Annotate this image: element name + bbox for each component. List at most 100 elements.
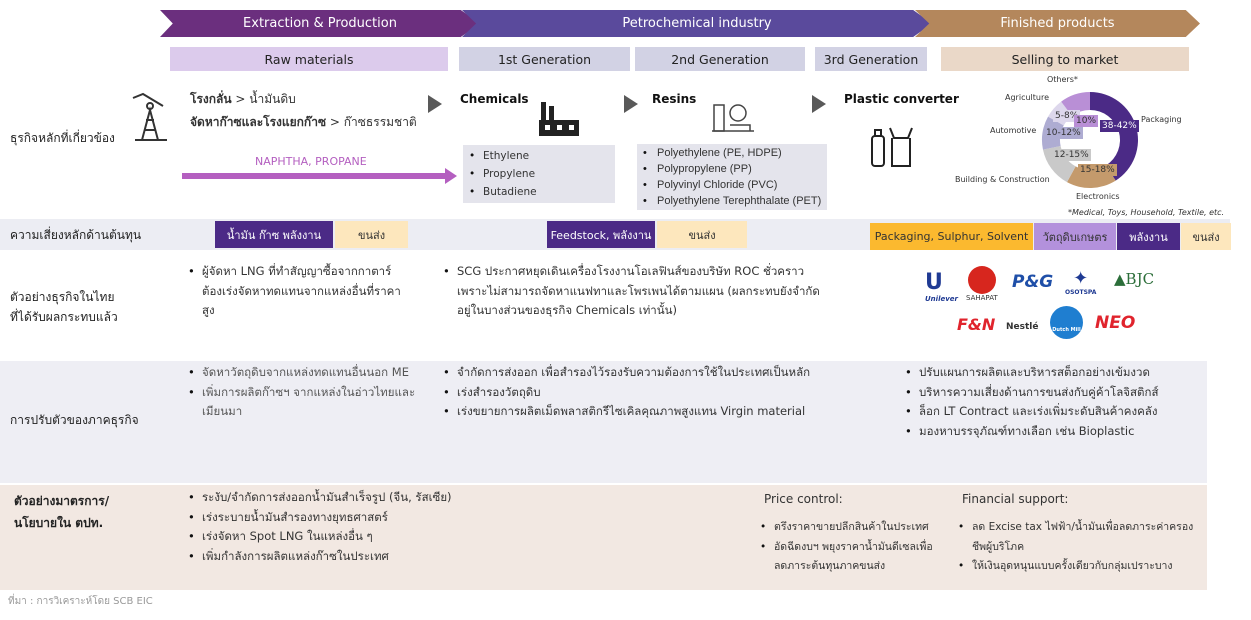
- financial-support-title: Financial support:: [962, 492, 1069, 506]
- risk-tag: น้ำมัน ก๊าซ พลังงาน: [215, 221, 333, 248]
- bullet-item: ล็อก LT Contract และเร่งเพิ่มระดับสินค้า…: [905, 402, 1205, 422]
- bullet-item: มองหาบรรจุภัณฑ์ทางเลือก เช่น Bioplastic: [905, 422, 1205, 442]
- raw-line1: โรงกลั่น > น้ำมันดิบ: [190, 90, 296, 109]
- bullet-item: ระงับ/จำกัดการส่งออกน้ำมันสำเร็จรูป (จีน…: [188, 488, 488, 508]
- resin-item: Polyvinyl Chloride (PVC): [643, 177, 821, 193]
- bullet-item: เร่งขยายการผลิตเม็ดพลาสติกรีไซเคิลคุณภาพ…: [443, 402, 863, 422]
- risk-tag: ขนส่ง: [335, 221, 408, 248]
- logo-neo: NEO: [1095, 313, 1136, 333]
- thai-examples-col1: ผู้จัดหา LNG ที่ทำสัญญาซื้อจากกาตาร์ต้อง…: [188, 262, 403, 321]
- policy-col1: ระงับ/จำกัดการส่งออกน้ำมันสำเร็จรูป (จีน…: [188, 488, 488, 566]
- stage-plastic-converter: Plastic converter: [844, 92, 959, 106]
- legend-electronics: Electronics: [1076, 192, 1120, 201]
- banner-petrochemical: Petrochemical industry: [462, 10, 932, 37]
- label-line: นโยบายใน ตปท.: [14, 516, 104, 530]
- chemical-item: Propylene: [469, 165, 609, 183]
- subheader-gen1: 1st Generation: [459, 47, 630, 71]
- legend-packaging: Packaging: [1141, 115, 1182, 124]
- oil-pump-icon: [132, 92, 167, 141]
- row-label-cost-risk: ความเสี่ยงหลักด้านต้นทุน: [10, 228, 142, 242]
- logo-bjc: ▲BJC: [1114, 270, 1155, 288]
- bullet-item: ให้เงินอุดหนุนแบบครั้งเดียวกับกลุ่มเปราะ…: [958, 557, 1198, 577]
- value-packaging: 38-42%: [1100, 120, 1139, 132]
- adaptation-col1: จัดหาวัตถุดิบจากแหล่งทดแทนอื่นนอก ME เพิ…: [188, 363, 433, 422]
- risk-tag: Feedstock, พลังงาน: [547, 221, 655, 248]
- logo-text: OSOTSPA: [1065, 289, 1097, 296]
- bullet-item: เร่งสำรองวัตถุดิบ: [443, 383, 863, 403]
- stage-resins: Resins: [652, 92, 697, 106]
- resins-list: Polyethylene (PE, HDPE) Polypropylene (P…: [637, 144, 828, 210]
- bullet-item: ลด Excise tax ไฟฟ้า/น้ำมันเพื่อลดภาระค่า…: [958, 518, 1198, 557]
- bullet-item: จำกัดการส่งออก เพื่อสำรองไว้รองรับความต้…: [443, 363, 863, 383]
- logo-text: Dutch Mill: [1052, 327, 1081, 333]
- natural-gas-label: > ก๊าซธรรมชาติ: [326, 115, 417, 129]
- stage-chemicals: Chemicals: [460, 92, 529, 106]
- logo-text: SAHAPAT: [966, 294, 998, 302]
- label-line: ตัวอย่างมาตรการ/: [14, 494, 110, 508]
- subheader-raw: Raw materials: [170, 47, 448, 71]
- label-line: ตัวอย่างธุรกิจในไทย: [10, 290, 115, 304]
- footnote: *Medical, Toys, Household, Textile, etc.: [1068, 208, 1225, 217]
- adaptation-col2: จำกัดการส่งออก เพื่อสำรองไว้รองรับความต้…: [443, 363, 863, 422]
- naphtha-arrowhead: [445, 168, 457, 184]
- thai-examples-col2: SCG ประกาศหยุดเดินเครื่องโรงงานโอเลฟินส์…: [443, 262, 828, 321]
- banner-label: Finished products: [1000, 16, 1115, 31]
- naphtha-label: NAPHTHA, PROPANE: [255, 155, 367, 168]
- price-control-title: Price control:: [764, 492, 843, 506]
- bullet-item: เร่งจัดหา Spot LNG ในแหล่งอื่น ๆ: [188, 527, 488, 547]
- value-automotive: 10-12%: [1044, 127, 1083, 139]
- logo-osotspa: ✦OSOTSPA: [1065, 268, 1097, 296]
- refinery-label: โรงกลั่น: [190, 92, 232, 106]
- resin-item: Polyethylene (PE, HDPE): [643, 145, 821, 161]
- crude-oil-label: > น้ำมันดิบ: [231, 92, 296, 106]
- bullet-item: ปรับแผนการผลิตและบริหารสต็อกอย่างเข้มงวด: [905, 363, 1205, 383]
- subheader-selling: Selling to market: [941, 47, 1189, 71]
- logo-text: BJC: [1125, 270, 1155, 288]
- plastic-products-icon: [871, 127, 913, 167]
- banner-finished: Finished products: [915, 10, 1200, 37]
- subheader-gen2: 2nd Generation: [635, 47, 805, 71]
- logo-dutch-mill: Dutch Mill: [1050, 306, 1083, 339]
- risk-tag: Packaging, Sulphur, Solvent: [870, 223, 1033, 250]
- banner-extraction: Extraction & Production: [160, 10, 480, 37]
- gas-separation-label: จัดหาก๊าซและโรงแยกก๊าซ: [190, 115, 327, 129]
- naphtha-arrow: [182, 173, 447, 179]
- legend-automotive: Automotive: [990, 126, 1037, 135]
- row-label-main-business: ธุรกิจหลักที่เกี่ยวข้อง: [10, 131, 115, 145]
- flow-arrow-icon: [428, 95, 442, 113]
- bullet-item: บริหารความเสี่ยงด้านการขนส่งกับคู่ค้าโลจ…: [905, 383, 1205, 403]
- adaptation-col3: ปรับแผนการผลิตและบริหารสต็อกอย่างเข้มงวด…: [905, 363, 1205, 441]
- bullet-item: เพิ่มการผลิตก๊าซฯ จากแหล่งในอ่าวไทยและเม…: [188, 383, 433, 422]
- plant-icon: [712, 104, 754, 132]
- chemical-item: Ethylene: [469, 147, 609, 165]
- factory-icon: [539, 102, 579, 136]
- banner-label: Petrochemical industry: [622, 16, 772, 31]
- bullet-item: อัดฉีดงบฯ พยุงราคาน้ำมันดีเซลเพื่อลดภาระ…: [760, 538, 940, 577]
- row-label-thai-examples: ตัวอย่างธุรกิจในไทยที่ได้รับผลกระทบแล้ว: [10, 287, 118, 327]
- bullet-item: เร่งระบายน้ำมันสำรองทางยุทธศาสตร์: [188, 508, 488, 528]
- row-label-policy: ตัวอย่างมาตรการ/นโยบายใน ตปท.: [14, 490, 109, 534]
- label-line: ที่ได้รับผลกระทบแล้ว: [10, 310, 118, 324]
- financial-support-list: ลด Excise tax ไฟฟ้า/น้ำมันเพื่อลดภาระค่า…: [958, 518, 1198, 577]
- resin-item: Polypropylene (PP): [643, 161, 821, 177]
- logo-nestle: Nestlé: [1006, 322, 1039, 332]
- flow-arrow-icon: [812, 95, 826, 113]
- logo-fn: F&N: [957, 315, 996, 334]
- bullet-item: เพิ่มกำลังการผลิตแหล่งก๊าซในประเทศ: [188, 547, 488, 567]
- risk-tag: วัตถุดิบเกษตร: [1034, 223, 1116, 250]
- donut-slice-packaging: [1090, 92, 1138, 181]
- subheader-gen3: 3rd Generation: [815, 47, 927, 71]
- legend-agriculture: Agriculture: [1005, 93, 1049, 102]
- logo-text: Unilever: [925, 295, 958, 303]
- value-agriculture: 5-8%: [1053, 110, 1081, 122]
- flow-arrow-icon: [624, 95, 638, 113]
- value-electronics: 15-18%: [1078, 164, 1117, 176]
- chemicals-list: Ethylene Propylene Butadiene: [463, 145, 615, 203]
- banner-label: Extraction & Production: [243, 16, 397, 31]
- bullet-item: SCG ประกาศหยุดเดินเครื่องโรงงานโอเลฟินส์…: [443, 262, 828, 321]
- source-note: ที่มา : การวิเคราะห์โดย SCB EIC: [8, 596, 153, 607]
- bullet-item: ผู้จัดหา LNG ที่ทำสัญญาซื้อจากกาตาร์ต้อง…: [188, 262, 403, 321]
- price-control-list: ตรึงราคาขายปลีกสินค้าในประเทศ อัดฉีดงบฯ …: [760, 518, 940, 577]
- donut-slice-building-construction: [1042, 146, 1076, 183]
